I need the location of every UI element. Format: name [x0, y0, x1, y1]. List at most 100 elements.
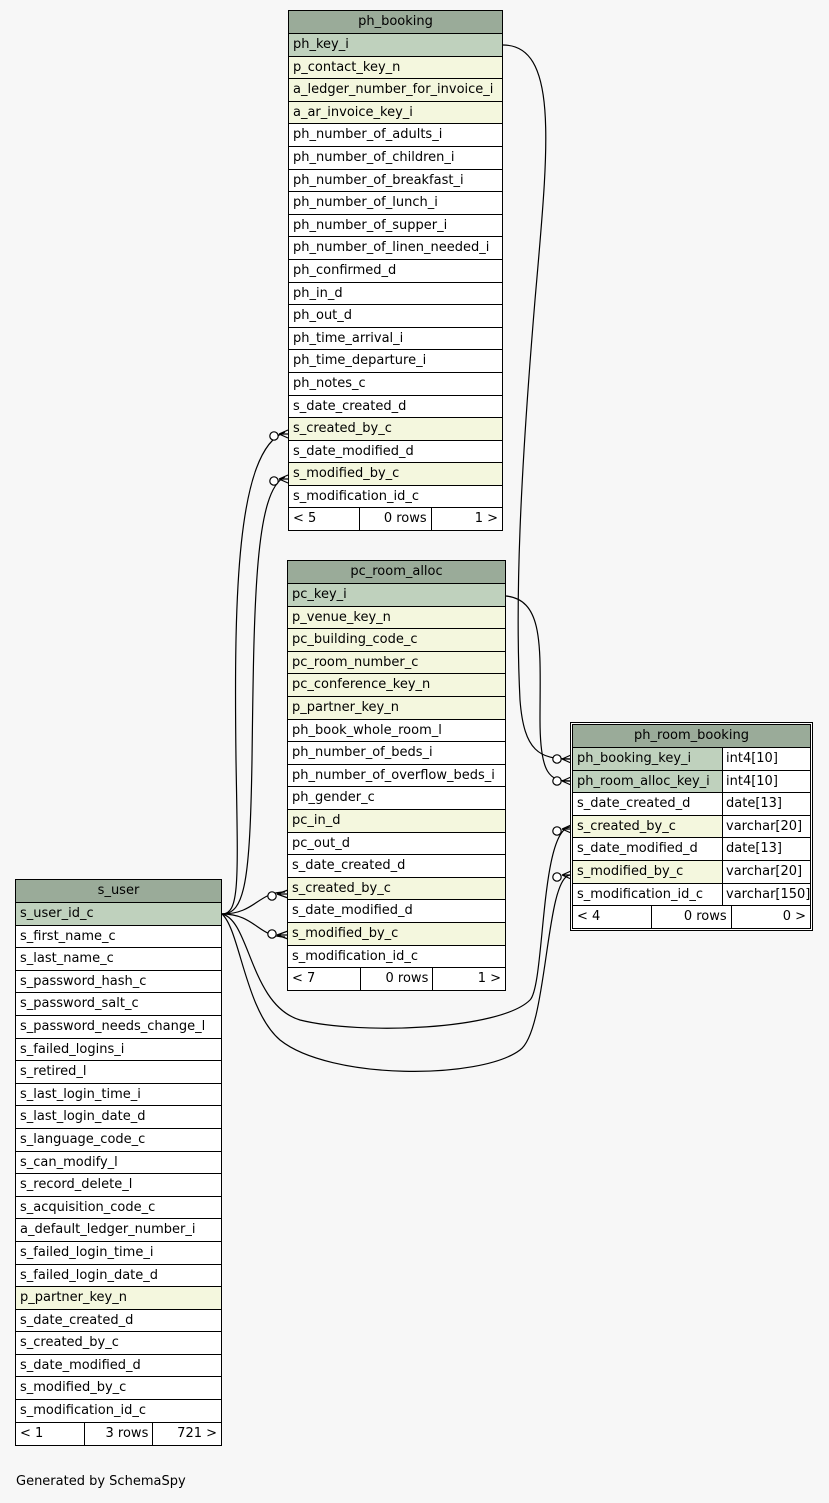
column-name: p_contact_key_n [293, 59, 401, 75]
column-row[interactable]: ph_number_of_lunch_i [289, 192, 502, 215]
column-row[interactable]: s_date_modified_d [289, 441, 502, 464]
column-name: s_modified_by_c [577, 863, 684, 879]
column-name: ph_number_of_linen_needed_i [293, 240, 490, 256]
column-row[interactable]: s_language_code_c [16, 1129, 221, 1152]
column-row[interactable]: p_partner_key_n [16, 1287, 221, 1310]
column-name: s_date_modified_d [577, 841, 698, 857]
column-row[interactable]: pc_building_code_c [288, 629, 505, 652]
column-row[interactable]: s_failed_logins_i [16, 1039, 221, 1062]
link-end-circle [552, 754, 562, 764]
footer-parents[interactable]: < 1 [16, 1422, 85, 1445]
column-row[interactable]: s_last_login_date_d [16, 1106, 221, 1129]
column-row[interactable]: ph_number_of_overflow_beds_i [288, 765, 505, 788]
column-row[interactable]: s_created_by_c [289, 418, 502, 441]
column-row[interactable]: s_modified_by_c [16, 1377, 221, 1401]
footer-children[interactable]: 721 > [177, 1425, 218, 1441]
column-row[interactable]: pc_out_d [288, 833, 505, 856]
column-row[interactable]: p_venue_key_n [288, 606, 505, 630]
column-type: varchar[150] [722, 883, 810, 906]
column-row[interactable]: pc_in_d [288, 809, 505, 833]
column-row[interactable]: s_date_modified_d [16, 1355, 221, 1378]
crows-foot [561, 870, 572, 880]
column-row[interactable]: s_modified_by_c [289, 463, 502, 486]
column-row[interactable]: s_date_created_d [288, 855, 505, 878]
column-row[interactable]: pc_key_i [288, 584, 505, 607]
column-type: int4[10] [722, 748, 810, 770]
footer-parents[interactable]: < 5 [289, 508, 361, 531]
column-row[interactable]: s_can_modify_l [16, 1152, 221, 1175]
column-row[interactable]: s_retired_l [16, 1061, 221, 1084]
column-row[interactable]: s_password_needs_change_l [16, 1016, 221, 1039]
column-row[interactable]: ph_out_d [289, 305, 502, 328]
crows-foot [561, 776, 572, 786]
column-name: pc_building_code_c [292, 632, 418, 648]
footer-children[interactable]: 0 > [782, 909, 806, 925]
column-row[interactable]: ph_key_i [289, 34, 502, 57]
link-end-circle [269, 431, 279, 441]
column-list: ph_key_i p_contact_key_n a_ledger_number_f… [289, 34, 502, 509]
column-row[interactable]: ph_number_of_adults_i [289, 124, 502, 147]
footer-parents[interactable]: < 4 [573, 906, 653, 929]
column-row[interactable]: ph_book_whole_room_l [288, 720, 505, 743]
column-row[interactable]: p_partner_key_n [288, 696, 505, 720]
column-row[interactable]: s_modification_id_c [288, 946, 505, 969]
column-row[interactable]: ph_notes_c [289, 373, 502, 396]
column-row[interactable]: s_modification_id_c [16, 1400, 221, 1423]
column-name: s_last_login_time_i [20, 1086, 141, 1102]
column-row[interactable]: s_last_name_c [16, 948, 221, 971]
footer-children[interactable]: 1 > [477, 971, 502, 987]
column-row[interactable]: ph_in_d [289, 283, 502, 306]
column-row[interactable]: s_created_by_c [288, 877, 505, 901]
column-row[interactable]: p_contact_key_n [289, 56, 502, 80]
column-row[interactable]: s_failed_login_time_i [16, 1242, 221, 1265]
column-row[interactable]: s_modified_by_c [288, 922, 505, 946]
column-name: s_date_created_d [20, 1312, 134, 1328]
column-row[interactable]: ph_time_arrival_i [289, 328, 502, 351]
column-row[interactable]: pc_conference_key_n [288, 674, 505, 697]
footer-parents[interactable]: < 7 [288, 968, 361, 991]
column-row[interactable]: s_date_modified_d [288, 900, 505, 923]
table-title: pc_room_alloc [288, 561, 505, 584]
column-name: s_modification_id_c [293, 488, 419, 504]
column-row[interactable]: s_password_hash_c [16, 971, 221, 994]
column-name: ph_out_d [293, 308, 353, 324]
column-name: s_modified_by_c [20, 1380, 127, 1396]
column-row[interactable]: s_modification_id_c [289, 486, 502, 509]
column-row[interactable]: pc_room_number_c [288, 651, 505, 675]
column-row[interactable]: s_record_delete_l [16, 1174, 221, 1197]
column-row[interactable]: ph_time_departure_i [289, 350, 502, 373]
column-row[interactable]: ph_number_of_children_i [289, 147, 502, 170]
column-row[interactable]: s_failed_login_date_d [16, 1265, 221, 1288]
column-row[interactable]: s_created_by_c [16, 1332, 221, 1355]
column-row[interactable]: a_ar_invoice_key_i [289, 101, 502, 125]
column-row[interactable]: s_date_created_d [16, 1310, 221, 1333]
footer-children[interactable]: 1 > [474, 511, 498, 527]
column-row[interactable]: ph_gender_c [288, 787, 505, 810]
column-row[interactable]: s_user_id_c [16, 903, 221, 926]
table-pc-room-alloc[interactable]: pc_room_alloc pc_key_i p_venue_key_n pc_bu… [287, 560, 506, 992]
column-row[interactable]: ph_number_of_linen_needed_i [289, 237, 502, 260]
column-row[interactable]: s_last_login_time_i [16, 1084, 221, 1107]
column-row[interactable]: ph_number_of_beds_i [288, 742, 505, 765]
column-row[interactable]: ph_number_of_breakfast_i [289, 170, 502, 193]
column-row[interactable]: ph_number_of_supper_i [289, 215, 502, 238]
column-row[interactable]: s_date_created_d [289, 396, 502, 419]
column-row[interactable]: s_password_salt_c [16, 993, 221, 1016]
column-row[interactable]: s_first_name_c [16, 926, 221, 949]
column-row[interactable]: a_ledger_number_for_invoice_i [289, 79, 502, 102]
column-row[interactable]: ph_confirmed_d [289, 260, 502, 283]
column-row[interactable]: a_default_ledger_number_i [16, 1219, 221, 1242]
column-name: p_venue_key_n [292, 609, 391, 625]
column-row[interactable]: s_acquisition_code_c [16, 1197, 221, 1220]
